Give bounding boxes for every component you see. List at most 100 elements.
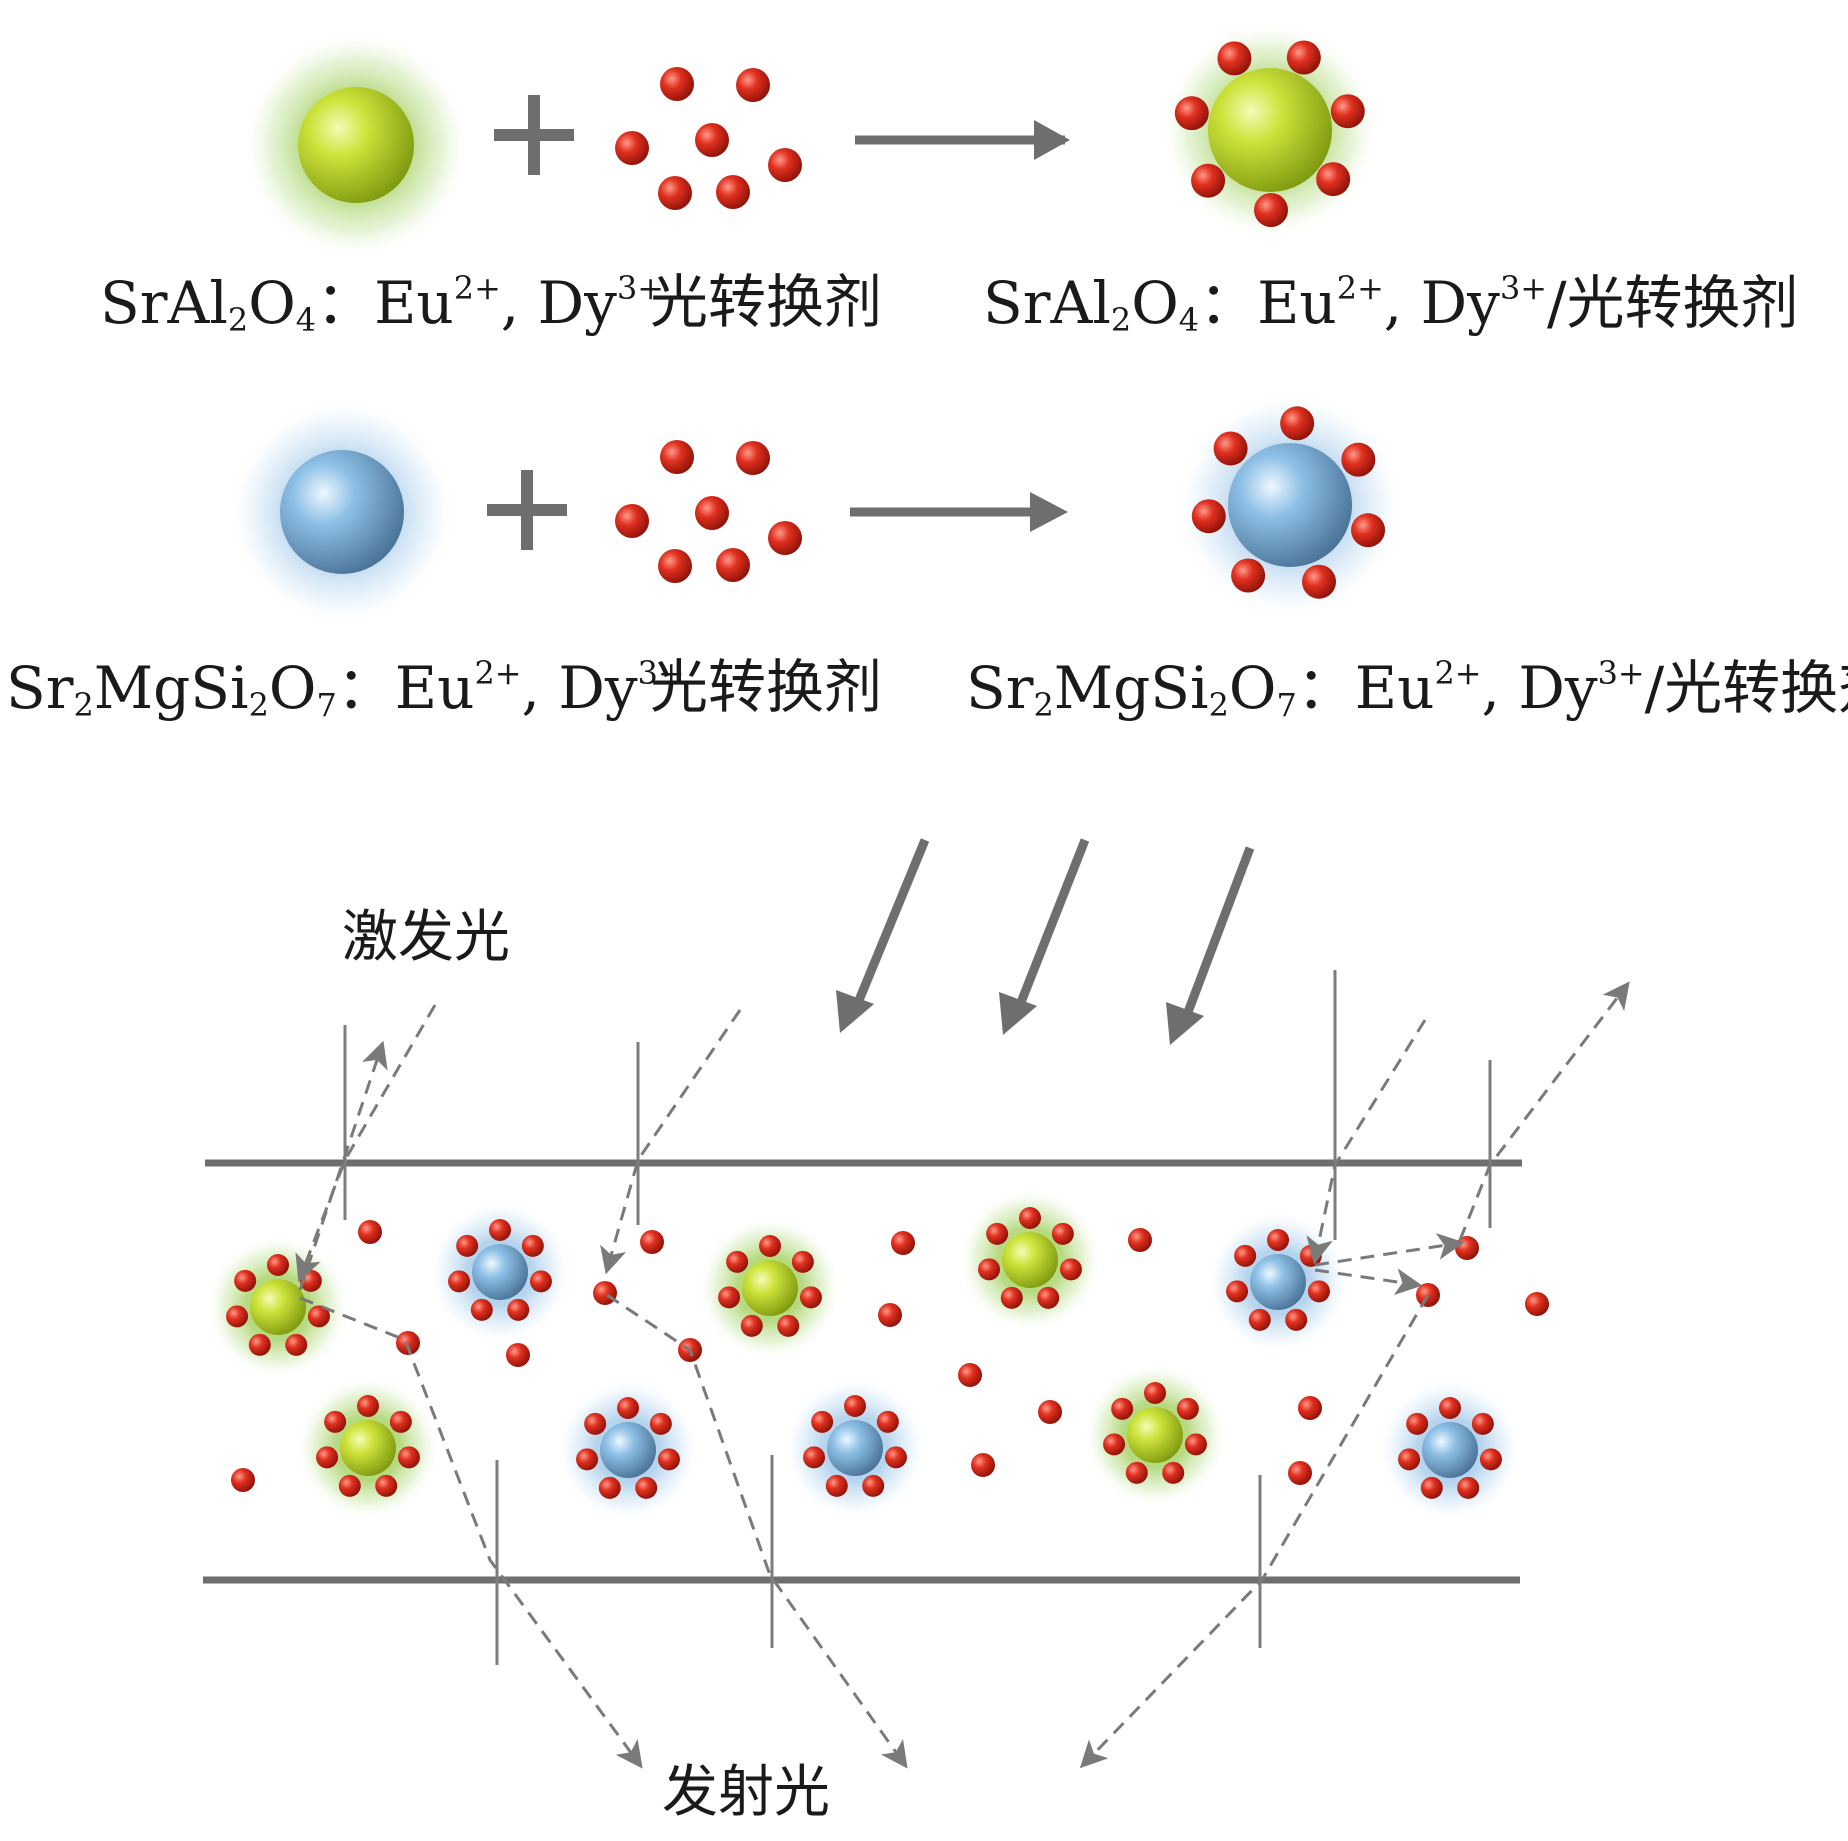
- agent-dot: [521, 1234, 544, 1257]
- agent-dot: [357, 1395, 379, 1417]
- agent-dot: [1406, 1412, 1429, 1435]
- composite-core: [1002, 1232, 1058, 1288]
- agent-dot: [878, 1303, 902, 1327]
- row2-reaction-graphics: [227, 390, 1405, 627]
- row1-product-formula: SrAl2O4：Eu2+, Dy3+/光转换剂: [983, 268, 1799, 339]
- agent-dot: [456, 1234, 479, 1257]
- agent-dot: [389, 1410, 412, 1433]
- agent-dot: [660, 67, 694, 101]
- agent-dot: [635, 1476, 658, 1499]
- agent-dot: [716, 548, 750, 582]
- agent-dot: [529, 1270, 552, 1293]
- composite-core: [1208, 68, 1332, 192]
- plus-sign: [487, 470, 567, 550]
- agent-dot: [1217, 41, 1252, 76]
- agent-dot: [358, 1220, 382, 1244]
- agent-dot: [1288, 1461, 1312, 1485]
- agent-dot: [777, 1314, 800, 1337]
- agent-dot: [1280, 406, 1315, 441]
- agent-dot: [759, 1235, 781, 1257]
- composite-core: [340, 1420, 396, 1476]
- agent-dot: [1525, 1292, 1549, 1316]
- composite-core: [250, 1279, 306, 1335]
- agent-dot: [1174, 96, 1209, 131]
- agent-dot: [584, 1412, 607, 1435]
- agent-dot: [1213, 431, 1248, 466]
- light-conversion-agent-cluster: [615, 67, 802, 210]
- agent-dot: [1479, 1448, 1502, 1471]
- agent-dot: [1341, 442, 1376, 477]
- agent-dot: [1191, 499, 1226, 534]
- agent-dot: [658, 549, 692, 583]
- agent-dot: [1059, 1258, 1082, 1281]
- composite-core: [1250, 1254, 1306, 1310]
- agent-dot: [799, 1286, 822, 1309]
- agent-dot: [803, 1446, 826, 1469]
- composite-core: [827, 1420, 883, 1476]
- reaction-arrow: [850, 492, 1068, 532]
- composite-core: [1422, 1422, 1478, 1478]
- agent-dot: [593, 1281, 617, 1305]
- agent-dot: [1226, 1280, 1249, 1303]
- agent-dot: [1125, 1461, 1148, 1484]
- agent-dot: [986, 1222, 1009, 1245]
- emission-light-label: 发射光: [662, 1760, 830, 1825]
- surface-normals: [343, 970, 1492, 1665]
- agent-dot: [1471, 1412, 1494, 1435]
- blue-phosphor-particle: [280, 450, 404, 574]
- agent-dot: [1000, 1286, 1023, 1309]
- composite-core: [1127, 1407, 1183, 1463]
- agent-dot: [615, 504, 649, 538]
- agent-dot: [657, 1448, 680, 1471]
- agent-dot: [598, 1476, 621, 1499]
- agent-dot: [1191, 163, 1226, 198]
- agent-dot: [396, 1331, 420, 1355]
- agent-dot: [1184, 1433, 1207, 1456]
- light-conversion-agent-cluster: [615, 440, 802, 583]
- row2-reactant-formula: Sr2MgSi2O7：Eu2+, Dy3+: [6, 653, 685, 724]
- film-particles: [206, 1188, 1549, 1522]
- agent-dot: [1144, 1382, 1166, 1404]
- agent-dot: [1439, 1397, 1461, 1419]
- agent-dot: [448, 1270, 471, 1293]
- agent-dot: [891, 1231, 915, 1255]
- agent-dot: [791, 1250, 814, 1273]
- agent-dot: [971, 1453, 995, 1477]
- agent-dot: [958, 1363, 982, 1387]
- agent-dot: [1302, 564, 1337, 599]
- agent-dot: [811, 1410, 834, 1433]
- agent-dot: [375, 1474, 398, 1497]
- agent-dot: [1298, 1396, 1322, 1420]
- agent-dot: [506, 1343, 530, 1367]
- agent-dot: [285, 1333, 308, 1356]
- agent-dot: [884, 1446, 907, 1469]
- agent-dot: [1316, 162, 1351, 197]
- agent-dot: [1286, 40, 1321, 75]
- agent-dot: [1103, 1433, 1126, 1456]
- agent-dot: [768, 521, 802, 555]
- agent-dot: [507, 1298, 530, 1321]
- agent-dot: [1111, 1397, 1134, 1420]
- agent-dot: [307, 1305, 330, 1328]
- agent-dot: [1351, 513, 1386, 548]
- agent-dot: [844, 1395, 866, 1417]
- composite-core: [742, 1260, 798, 1316]
- agent-dot: [1038, 1400, 1062, 1424]
- agent-dot: [1176, 1397, 1199, 1420]
- agent-dot: [1285, 1308, 1308, 1331]
- agent-dot: [617, 1397, 639, 1419]
- green-phosphor-particle: [298, 87, 414, 203]
- reaction-arrow: [855, 120, 1070, 160]
- agent-dot: [1234, 1244, 1257, 1267]
- agent-dot: [397, 1446, 420, 1469]
- agent-dot: [615, 131, 649, 165]
- agent-dot: [1248, 1308, 1271, 1331]
- row2-product-formula: Sr2MgSi2O7：Eu2+, Dy3+/光转换剂: [966, 653, 1848, 724]
- agent-dot: [736, 68, 770, 102]
- agent-dot: [978, 1258, 1001, 1281]
- agent-dot: [695, 496, 729, 530]
- agent-dot: [1162, 1461, 1185, 1484]
- row1-reaction-graphics: [241, 20, 1380, 260]
- agent-dot: [1420, 1476, 1443, 1499]
